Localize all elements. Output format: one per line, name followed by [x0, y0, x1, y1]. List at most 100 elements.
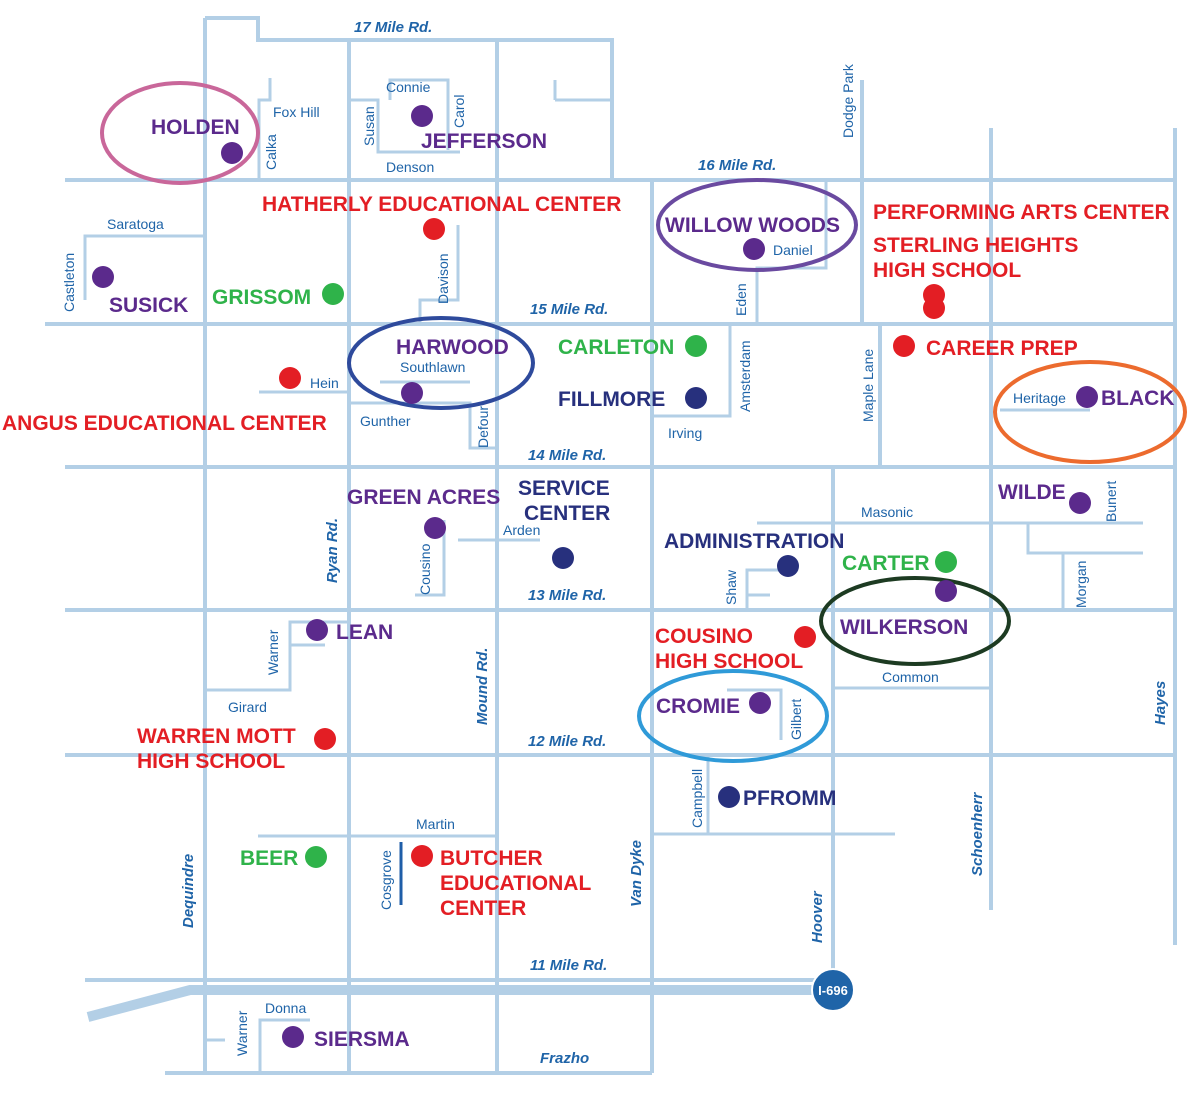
school-service-line2[interactable]: CENTER [524, 502, 610, 525]
harwood-ring [347, 316, 535, 410]
school-siersma[interactable]: SIERSMA [314, 1028, 410, 1051]
school-grissom[interactable]: GRISSOM [212, 286, 311, 309]
label-hein: Hein [310, 375, 339, 391]
label-i696: I-696 [818, 983, 848, 998]
school-carleton[interactable]: CARLETON [558, 336, 674, 359]
label-14-mile: 14 Mile Rd. [528, 447, 606, 464]
label-calka: Calka [263, 134, 279, 170]
wilkerson-ring [819, 576, 1011, 666]
label-irving: Irving [668, 425, 702, 441]
school-wilde[interactable]: WILDE [998, 481, 1066, 504]
label-12-mile: 12 Mile Rd. [528, 733, 606, 750]
black-ring [993, 360, 1187, 464]
label-davison: Davison [435, 253, 451, 304]
highlight-rings [100, 81, 1187, 763]
label-warner2: Warner [234, 1010, 250, 1056]
school-warren-line2[interactable]: HIGH SCHOOL [137, 750, 285, 773]
fillmore-marker-icon[interactable] [685, 387, 707, 409]
school-susick[interactable]: SUSICK [109, 294, 188, 317]
school-cromie[interactable]: CROMIE [656, 695, 740, 718]
willow-woods-ring [656, 178, 858, 272]
label-shaw: Shaw [723, 569, 739, 605]
willow-woods-marker-icon[interactable] [743, 238, 765, 260]
cousino-marker-icon[interactable] [794, 626, 816, 648]
pfromm-marker-icon[interactable] [718, 786, 740, 808]
school-harwood[interactable]: HARWOOD [396, 336, 509, 359]
school-black[interactable]: BLACK [1101, 387, 1175, 410]
jefferson-marker-icon[interactable] [411, 105, 433, 127]
green-acres-marker-icon[interactable] [424, 517, 446, 539]
school-performing-arts[interactable]: PERFORMING ARTS CENTER [873, 201, 1170, 224]
carleton-marker-icon[interactable] [685, 335, 707, 357]
label-schoenherr: Schoenherr [969, 791, 986, 876]
school-green-acres[interactable]: GREEN ACRES [347, 486, 500, 509]
road-i696 [86, 985, 815, 1022]
label-castleton: Castleton [61, 253, 77, 312]
label-campbell: Campbell [689, 769, 705, 828]
road-davison [418, 225, 460, 324]
school-butcher-line3[interactable]: CENTER [440, 897, 526, 920]
label-gilbert: Gilbert [788, 699, 804, 740]
warren-mott-marker-icon[interactable] [314, 728, 336, 750]
school-career-prep[interactable]: CAREER PREP [926, 337, 1078, 360]
school-beer[interactable]: BEER [240, 847, 298, 870]
school-wilkerson[interactable]: WILKERSON [840, 616, 968, 639]
school-butcher-line2[interactable]: EDUCATIONAL [440, 872, 591, 895]
school-hatherly[interactable]: HATHERLY EDUCATIONAL CENTER [262, 193, 621, 216]
siersma-marker-icon[interactable] [282, 1026, 304, 1048]
label-martin: Martin [416, 816, 455, 832]
wilde-marker-icon[interactable] [1069, 492, 1091, 514]
career-prep-marker-icon[interactable] [893, 335, 915, 357]
school-holden[interactable]: HOLDEN [151, 116, 240, 139]
service-center-marker-icon[interactable] [552, 547, 574, 569]
grissom-marker-icon[interactable] [322, 283, 344, 305]
school-fillmore[interactable]: FILLMORE [558, 388, 665, 411]
butcher-marker-icon[interactable] [411, 845, 433, 867]
carter-marker-icon[interactable] [935, 551, 957, 573]
road-bunert [1026, 523, 1143, 555]
sterling-marker-2-icon[interactable] [923, 297, 945, 319]
school-sterling-line1[interactable]: STERLING HEIGHTS [873, 234, 1078, 257]
label-girard: Girard [228, 699, 267, 715]
road-irving [652, 324, 732, 418]
wilkerson-marker-icon[interactable] [935, 580, 957, 602]
school-cousino-line2[interactable]: HIGH SCHOOL [655, 650, 803, 673]
school-jefferson[interactable]: JEFFERSON [421, 130, 547, 153]
label-cousino: Cousino [417, 543, 433, 595]
school-lean[interactable]: LEAN [336, 621, 393, 644]
label-masonic: Masonic [861, 504, 913, 520]
school-butcher-line1[interactable]: BUTCHER [440, 847, 543, 870]
school-markers [92, 105, 1098, 1048]
road-shaw [745, 568, 780, 610]
holden-ring [100, 81, 260, 185]
road-gilbert [727, 688, 783, 740]
label-donna: Donna [265, 1000, 306, 1016]
road-17-mile [205, 16, 614, 180]
school-willow-woods[interactable]: WILLOW WOODS [665, 214, 840, 237]
holden-marker-icon[interactable] [221, 142, 243, 164]
school-labels: HOLDEN JEFFERSON HATHERLY EDUCATIONAL CE… [2, 116, 1175, 1051]
school-administration[interactable]: ADMINISTRATION [664, 530, 844, 553]
school-sterling-line2[interactable]: HIGH SCHOOL [873, 259, 1021, 282]
label-denson: Denson [386, 159, 434, 175]
susick-marker-icon[interactable] [92, 266, 114, 288]
angus-marker-icon[interactable] [279, 367, 301, 389]
school-service-line1[interactable]: SERVICE [518, 477, 610, 500]
administration-marker-icon[interactable] [777, 555, 799, 577]
school-carter[interactable]: CARTER [842, 552, 930, 575]
cromie-marker-icon[interactable] [749, 692, 771, 714]
i696-badge: I-696 [811, 968, 855, 1012]
label-hoover: Hoover [809, 890, 826, 943]
lean-marker-icon[interactable] [306, 619, 328, 641]
label-bunert: Bunert [1103, 481, 1119, 522]
school-cousino-line1[interactable]: COUSINO [655, 625, 753, 648]
beer-marker-icon[interactable] [305, 846, 327, 868]
harwood-marker-icon[interactable] [401, 382, 423, 404]
school-pfromm[interactable]: PFROMM [743, 787, 836, 810]
label-southlawn: Southlawn [400, 359, 465, 375]
hatherly-marker-icon[interactable] [423, 218, 445, 240]
school-angus[interactable]: ANGUS EDUCATIONAL CENTER [2, 412, 327, 435]
black-marker-icon[interactable] [1076, 386, 1098, 408]
school-warren-line1[interactable]: WARREN MOTT [137, 725, 296, 748]
